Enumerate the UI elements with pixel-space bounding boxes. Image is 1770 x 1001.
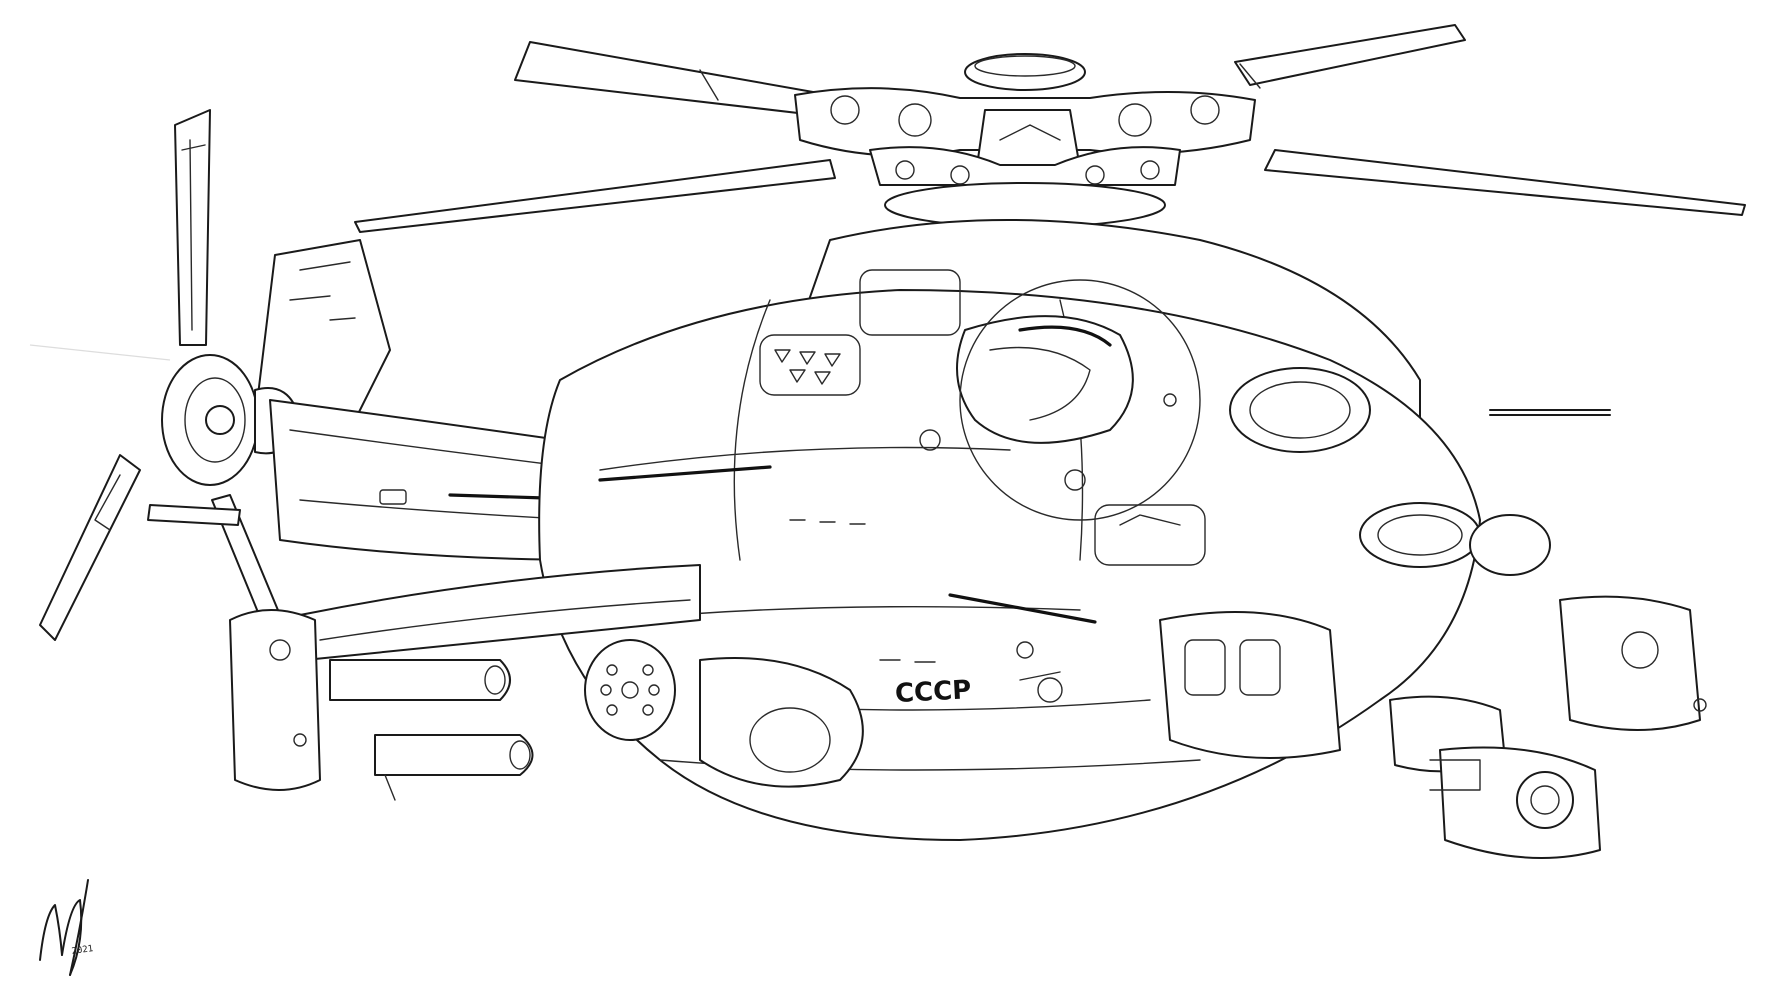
hull-marking: CCCP bbox=[894, 675, 972, 709]
tail-section bbox=[39, 109, 601, 641]
guide-line bbox=[29, 344, 171, 361]
stub-wing-left bbox=[229, 564, 864, 801]
chin-turret bbox=[1159, 595, 1707, 859]
artist-signature: 2021 bbox=[39, 879, 94, 976]
signature-year: 2021 bbox=[71, 944, 94, 957]
rotor-hub bbox=[794, 53, 1256, 228]
